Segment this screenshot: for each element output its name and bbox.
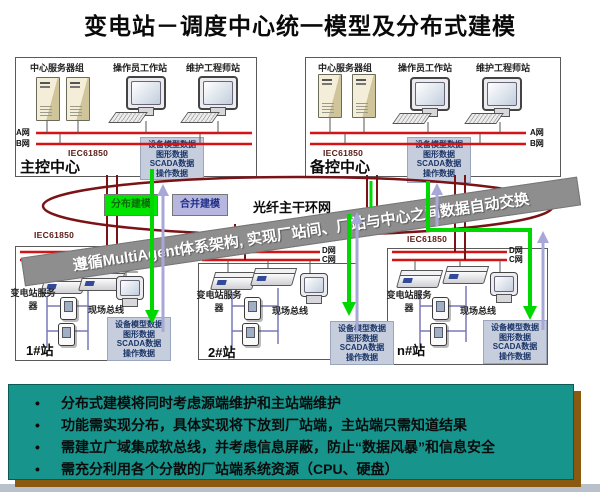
maintenance-ws-label: 维护工程师站 bbox=[476, 63, 531, 73]
net-a-label: A网 bbox=[530, 128, 544, 137]
switch-icon bbox=[441, 270, 489, 284]
bullet-item: 需充分利用各个分散的厂站端系统资源（CPU、硬盘） bbox=[27, 458, 563, 480]
data-box: 设备模型数据 图形数据 SCADA数据 操作数据 bbox=[140, 137, 204, 180]
station-1-name: 1#站 bbox=[26, 343, 54, 358]
field-bus-label: 现场总线 bbox=[88, 305, 125, 315]
server-tower-icon bbox=[66, 77, 90, 121]
ied-device-icon bbox=[60, 297, 77, 320]
switch-icon bbox=[249, 272, 297, 286]
bullet-item: 功能需实现分布，具体实现将下放到厂站端，主站端只需知道结果 bbox=[27, 414, 563, 436]
distributed-modeling-tag: 分布建模 bbox=[104, 194, 158, 216]
operator-ws-label: 操作员工作站 bbox=[398, 63, 453, 73]
net-a-label: A网 bbox=[16, 128, 30, 137]
workstation-monitor-icon bbox=[410, 77, 450, 111]
data-box: 设备模型数据 图形数据 SCADA数据 操作数据 bbox=[407, 137, 471, 183]
data-box: 设备模型数据 图形数据 SCADA数据 操作数据 bbox=[483, 320, 547, 364]
server-tower-icon bbox=[318, 74, 342, 118]
ied-device-icon bbox=[244, 297, 261, 320]
ied-device-icon bbox=[58, 323, 75, 346]
net-c-label: C网 bbox=[509, 255, 523, 264]
substation-server-label: 变电站服务器 bbox=[10, 288, 56, 311]
workstation-monitor-icon bbox=[198, 76, 238, 110]
server-group-label: 中心服务器组 bbox=[318, 63, 373, 73]
net-d-label: D网 bbox=[322, 246, 336, 255]
net-b-label: B网 bbox=[530, 139, 544, 148]
monitor-icon bbox=[116, 276, 144, 300]
net-b-label: B网 bbox=[16, 139, 30, 148]
merged-modeling-tag: 合并建模 bbox=[172, 194, 228, 216]
iec61850-label: IEC61850 bbox=[407, 234, 448, 244]
bullet-item: 分布式建模将同时考虑源端维护和主站端维护 bbox=[27, 392, 563, 414]
ied-device-icon bbox=[430, 323, 447, 346]
backup-center-name: 备控中心 bbox=[310, 159, 371, 176]
page-title: 变电站－调度中心统一模型及分布式建模 bbox=[84, 13, 516, 39]
server-tower-icon bbox=[352, 74, 376, 118]
bullet-item: 需建立广域集成软总线，并考虑信息屏蔽，防止“数据风暴”和信息安全 bbox=[27, 436, 563, 458]
field-bus-label: 现场总线 bbox=[272, 306, 309, 316]
slide-footer-strip bbox=[0, 484, 600, 492]
maintenance-ws-label: 维护工程师站 bbox=[186, 63, 241, 73]
iec61850-label: IEC61850 bbox=[323, 148, 364, 158]
workstation-monitor-icon bbox=[482, 77, 522, 111]
workstation-monitor-icon bbox=[126, 76, 166, 110]
net-c-label: C网 bbox=[322, 255, 336, 264]
server-tower-icon bbox=[36, 77, 60, 121]
station-2-name: 2#站 bbox=[208, 345, 236, 360]
station-n-name: n#站 bbox=[397, 343, 426, 358]
iec61850-label: IEC61850 bbox=[34, 230, 75, 240]
switch-icon bbox=[395, 274, 443, 288]
server-group-label: 中心服务器组 bbox=[30, 63, 85, 73]
data-box: 设备模型数据 图形数据 SCADA数据 操作数据 bbox=[330, 321, 394, 365]
iec61850-label: IEC61850 bbox=[68, 148, 109, 158]
monitor-icon bbox=[490, 272, 518, 296]
notes-panel: 分布式建模将同时考虑源端维护和主站端维护 功能需实现分布，具体实现将下放到厂站端… bbox=[8, 384, 574, 480]
field-bus-label: 现场总线 bbox=[460, 306, 497, 316]
substation-server-label: 变电站服务器 bbox=[386, 290, 432, 313]
data-box: 设备模型数据 图形数据 SCADA数据 操作数据 bbox=[107, 317, 171, 361]
operator-ws-label: 操作员工作站 bbox=[113, 63, 168, 73]
substation-server-label: 变电站服务器 bbox=[196, 290, 242, 313]
main-center-name: 主控中心 bbox=[20, 159, 81, 176]
monitor-icon bbox=[300, 273, 328, 297]
ied-device-icon bbox=[242, 323, 259, 346]
ied-device-icon bbox=[432, 297, 449, 320]
